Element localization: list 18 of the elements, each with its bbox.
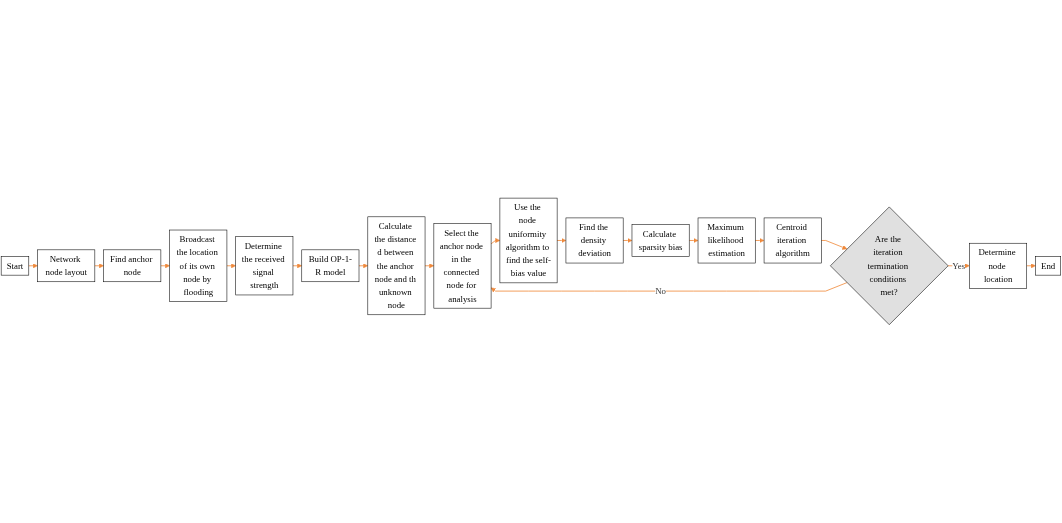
node-box: Calculate the distance d between the anchor node and th unknown node <box>367 216 426 316</box>
node-box: Use the node uniformity algorithm to find the self-bias value <box>499 197 558 284</box>
node-box: End <box>1035 256 1062 276</box>
node-box: Find anchor node <box>103 249 162 283</box>
edge-label: Yes <box>952 260 966 271</box>
node-box: Determine node location <box>969 243 1028 289</box>
node-box: Select the anchor node in the connected node for analysis <box>433 223 492 309</box>
node-box: Find the density deviation <box>565 217 624 264</box>
node-box: Determine the received signal strength <box>235 236 294 296</box>
node-box: Build OP-1-R model <box>301 249 360 283</box>
node-box: Centroid iteration algorithm <box>763 217 822 264</box>
node-box: Calculate sparsity bias <box>631 224 690 257</box>
edge-label: No <box>655 286 667 296</box>
node-box: Maximum likelihood estimation <box>697 217 756 264</box>
node-box: Broadcast the location of its own node by flooding <box>169 229 228 302</box>
node-box: Network node layout <box>37 249 96 283</box>
node-diamond: Are the iteration termination conditions met? <box>830 206 949 326</box>
node-box: Start <box>0 256 30 276</box>
